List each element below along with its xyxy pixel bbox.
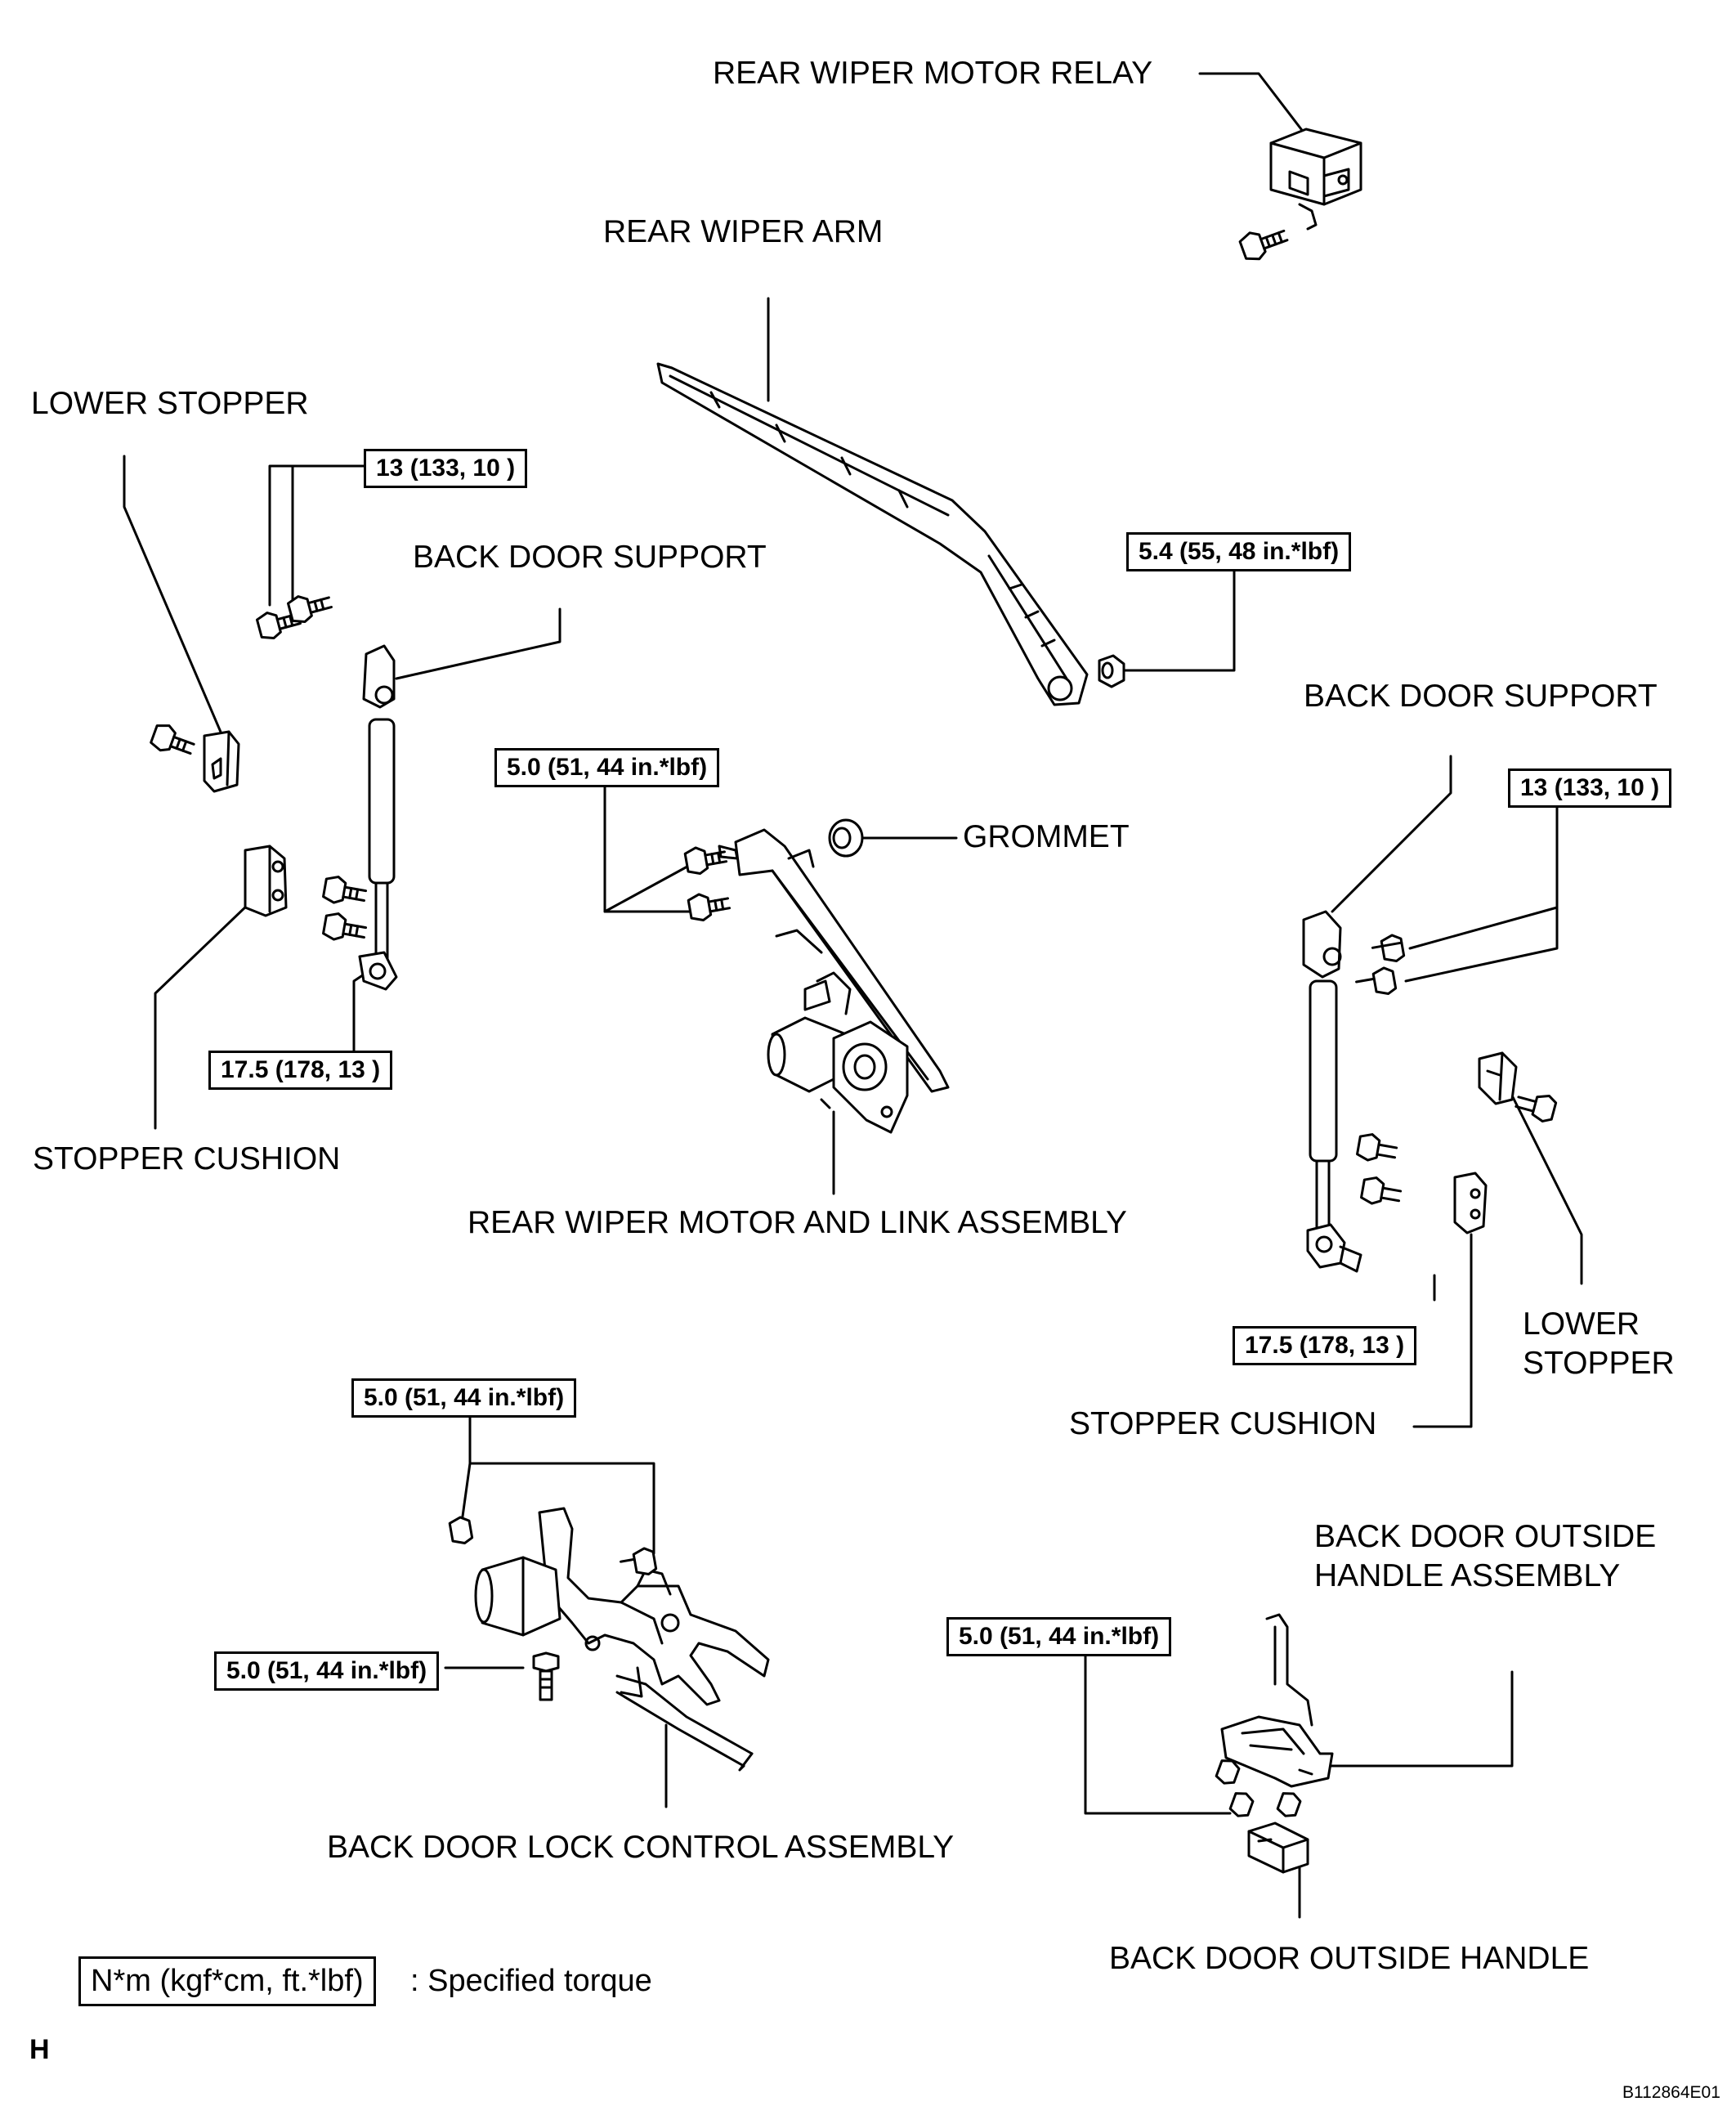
torque-outside-handle: 5.0 (51, 44 in.*lbf) (946, 1617, 1172, 1656)
leader-lines (123, 72, 1583, 1919)
grommet-label: GROMMET (963, 819, 1130, 854)
bolt-icon (1360, 1176, 1403, 1205)
stopper-cushion-right-label: STOPPER CUSHION (1069, 1406, 1377, 1441)
back-door-support-left-label: BACK DOOR SUPPORT (413, 540, 767, 575)
lower-stopper-icon (1478, 1051, 1518, 1105)
bolt-icon (448, 1516, 474, 1544)
torque-lock-control-top: 5.0 (51, 44 in.*lbf) (351, 1378, 577, 1418)
rear-wiper-motor-link-label: REAR WIPER MOTOR AND LINK ASSEMBLY (468, 1205, 1127, 1240)
rear-wiper-motor-relay-icon (1269, 128, 1362, 231)
bolt-icon (322, 912, 368, 941)
rear-wiper-motor-relay-label: REAR WIPER MOTOR RELAY (713, 56, 1153, 91)
bolt-icon (1276, 1792, 1302, 1817)
back-door-outside-handle-assembly-label-line2: HANDLE ASSEMBLY (1314, 1558, 1621, 1593)
torque-lower-stopper-left: 13 (133, 10 ) (364, 449, 528, 488)
torque-motor-link-bolts: 5.0 (51, 44 in.*lbf) (494, 748, 720, 787)
lower-stopper-icon (203, 730, 240, 793)
bolt-icon (532, 1651, 560, 1701)
legend-text: : Specified torque (410, 1964, 652, 1998)
gas-strut-icon (358, 644, 398, 991)
bolt-icon (322, 876, 368, 904)
nut-icon (1098, 654, 1125, 688)
torque-support-lower-left: 17.5 (178, 13 ) (208, 1051, 393, 1090)
bolt-icon (687, 893, 732, 921)
bolt-icon (619, 1547, 658, 1575)
rear-wiper-arm-icon (656, 362, 1089, 706)
bolt-icon (150, 724, 195, 755)
back-door-outside-handle-assembly-label-line1: BACK DOOR OUTSIDE (1314, 1519, 1657, 1554)
torque-wiper-arm-nut: 5.4 (55, 48 in.*lbf) (1126, 532, 1352, 571)
figure-code: B112864E01 (1622, 2083, 1720, 2102)
lower-stopper-right-label-line1: LOWER (1523, 1306, 1640, 1342)
rear-wiper-arm-label: REAR WIPER ARM (603, 214, 884, 249)
grommet-icon (828, 818, 864, 858)
stopper-cushion-icon (1453, 1172, 1488, 1234)
bolt-icon (683, 846, 728, 875)
bolt-icon (1356, 1133, 1398, 1162)
bolt-icon (1215, 1759, 1241, 1785)
bolt-icon (1371, 934, 1406, 962)
back-door-support-right-label: BACK DOOR SUPPORT (1304, 679, 1658, 714)
torque-lock-control-side: 5.0 (51, 44 in.*lbf) (214, 1651, 440, 1691)
outside-handle-icon (1247, 1821, 1309, 1874)
back-door-lock-control-label: BACK DOOR LOCK CONTROL ASSEMBLY (327, 1830, 955, 1865)
bolt-icon (1238, 229, 1289, 261)
stopper-cushion-left-label: STOPPER CUSHION (33, 1141, 341, 1176)
gas-strut-icon (1302, 910, 1362, 1273)
lower-stopper-right-label-line2: STOPPER (1523, 1346, 1675, 1381)
bolt-icon (1515, 1095, 1558, 1122)
door-lock-icon (474, 1507, 770, 1772)
legend-torque-box: N*m (kgf*cm, ft.*lbf) (78, 1956, 376, 2006)
torque-lower-stopper-right: 13 (133, 10 ) (1508, 768, 1672, 808)
torque-support-lower-right: 17.5 (178, 13 ) (1233, 1326, 1417, 1365)
bolt-icon (1228, 1792, 1255, 1817)
back-door-outside-handle-label: BACK DOOR OUTSIDE HANDLE (1109, 1941, 1590, 1976)
wiper-motor-icon (718, 828, 950, 1134)
lower-stopper-left-label: LOWER STOPPER (31, 386, 309, 421)
stopper-cushion-icon (244, 845, 288, 917)
bolt-icon (287, 595, 333, 624)
door-handle-icon (1220, 1613, 1334, 1788)
page-letter: H (29, 2034, 50, 2065)
bolt-icon (1355, 966, 1398, 995)
